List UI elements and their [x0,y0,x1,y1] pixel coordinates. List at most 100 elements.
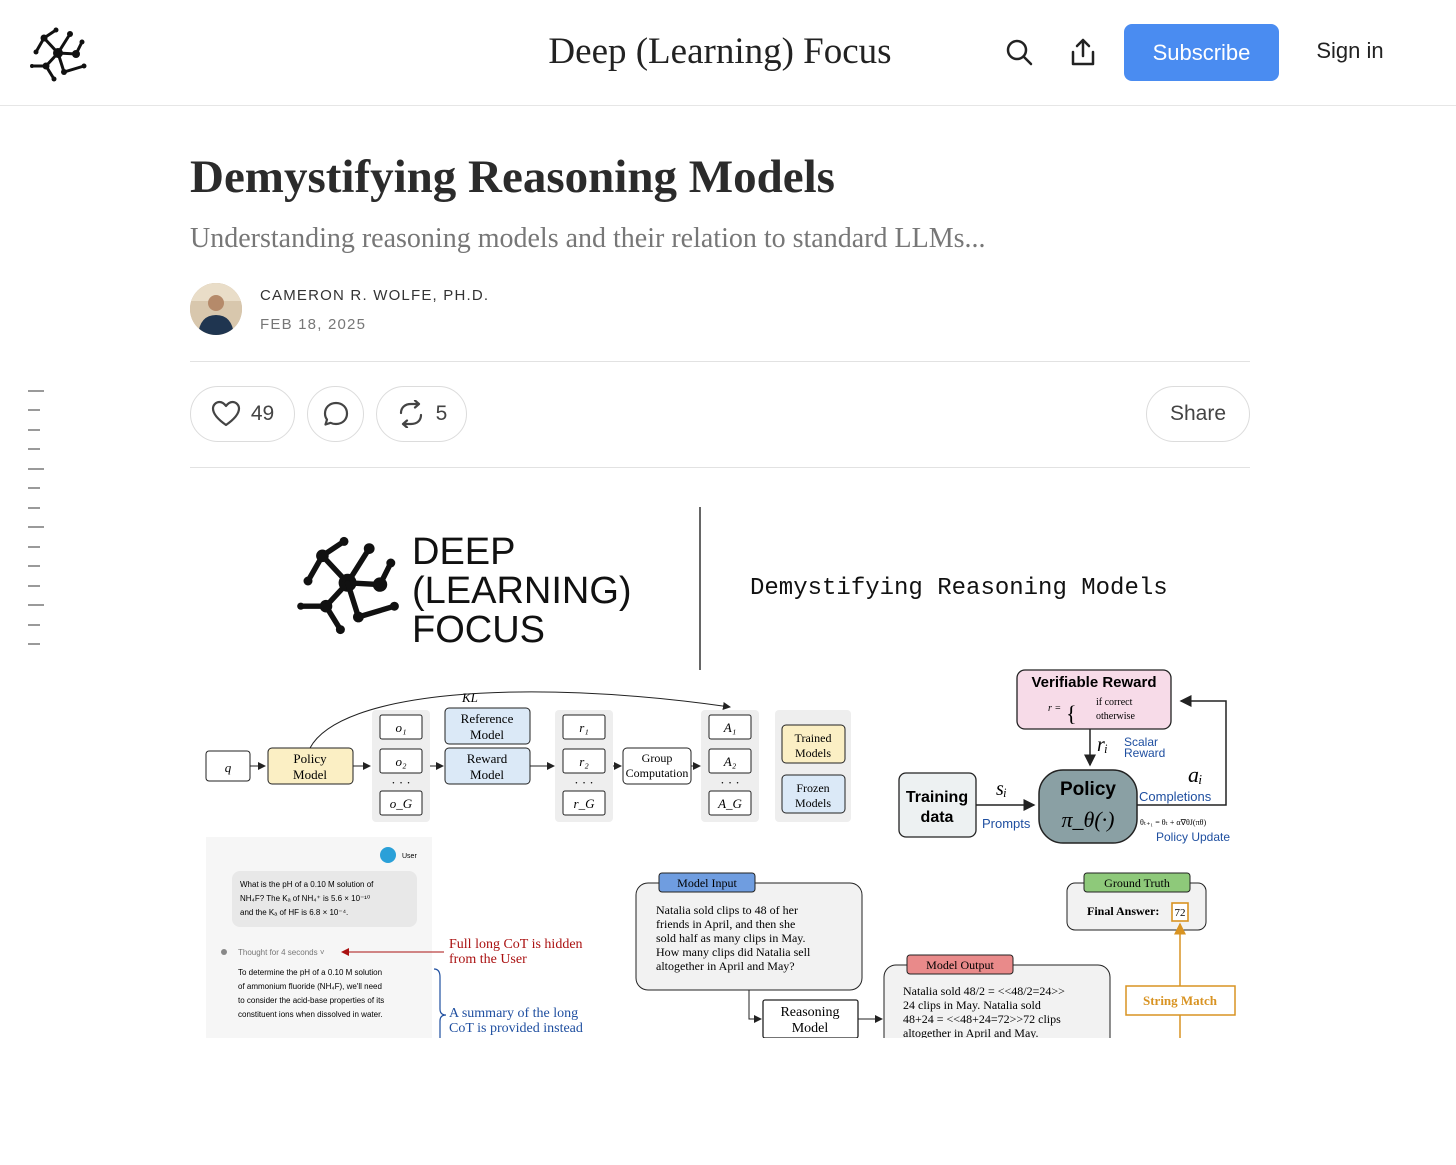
model-input-5: altogether in April and May? [656,959,795,973]
chat-answer-2: of ammonium fluoride (NH₄F), we'll need [238,982,382,991]
chat-thought: Thought for 4 seconds ˅ [238,948,325,957]
reasoning-model-2: Model [792,1021,829,1036]
grpo-policy-2: Model [293,767,327,782]
grpo-r1: r₁ [579,720,589,735]
completion-ai: aᵢ [1188,762,1202,787]
legend-trained-1: Trained [795,731,832,745]
chat-question-3: and the Kₐ of HF is 6.8 × 10⁻⁴. [240,908,348,917]
signin-link[interactable]: Sign in [1316,38,1384,63]
author-avatar[interactable] [190,283,242,335]
banner-logo-line-3: FOCUS [412,609,545,651]
restack-icon [399,400,422,428]
rl-diagram: Verifiable Reward r = { if correct other… [898,669,1230,844]
grpo-reference-1: Reference [461,711,514,726]
grpo-policy-1: Policy [293,751,327,766]
model-output-2: 24 clips in May. Natalia sold [903,998,1041,1012]
model-input-4: How many clips did Natalia sell [656,945,811,959]
comment-button[interactable] [307,386,364,442]
training-data-2: data [921,809,954,826]
legend-frozen-1: Frozen [796,781,829,795]
hero-image: DEEP (LEARNING) FOCUS Demystifying Reaso… [190,497,1250,1038]
grpo-diagram: q Policy Model KL o₁ o₂ · · · o_G Refere… [205,690,851,822]
grpo-dots-2: · · · [574,775,594,790]
author-name[interactable]: CAMERON R. WOLFE, PH.D. [260,287,490,304]
chat-answer-1: To determine the pH of a 0.10 M solution [238,968,382,977]
training-data-1: Training [906,789,968,806]
comment-bubble-icon [323,401,348,426]
model-output-4: altogether in April and May. [903,1026,1039,1038]
verifiable-reward-title: Verifiable Reward [1031,674,1156,691]
chat-note-1b: from the User [449,952,527,967]
model-output-tag: Model Output [926,958,994,972]
chat-panel: User What is the pH of a 0.10 M solution… [206,837,583,1038]
grpo-reward-1: Reward [467,751,508,766]
prompts-label: Prompts [982,816,1031,831]
scalar-reward-1: Scalar [1124,735,1158,749]
model-output-3: 48+24 = <<48+24=72>>72 clips [903,1012,1061,1026]
grpo-og: o_G [390,796,413,811]
restack-button[interactable]: 5 [376,386,467,442]
top-bar: Deep (Learning) Focus Subscribe Sign in [0,0,1456,106]
divider [190,467,1250,468]
grpo-ag: A_G [717,796,742,811]
model-input-tag: Model Input [677,876,737,890]
model-output-1: Natalia sold 48/2 = <<48/2=24>> [903,984,1065,998]
completions-label: Completions [1139,789,1212,804]
chat-note-1a: Full long CoT is hidden [449,937,583,952]
share-label: Share [1169,402,1227,425]
banner-logo-line-1: DEEP [412,531,515,573]
model-input-1: Natalia sold clips to 48 of her [656,903,798,917]
post-date: FEB 18, 2025 [260,316,367,333]
update-formula: θₜ₊₁ = θₜ + α∇θJ(πθ) [1140,818,1206,827]
grpo-group-1: Group [642,751,673,765]
share-button[interactable]: Share [1146,386,1250,442]
policy-pi: π_θ(·) [1062,807,1115,832]
heart-icon [211,400,240,427]
chat-user-label: User [402,853,417,860]
grpo-reference-2: Model [470,727,504,742]
legend-frozen-2: Models [795,796,831,810]
svg-text:r =: r = [1048,703,1061,714]
grpo-q: q [225,760,232,775]
ground-truth-tag: Ground Truth [1104,876,1170,890]
svg-text:{: { [1066,701,1077,726]
share-upload-icon [1071,38,1095,66]
chat-answer-4: constituent ions when dissolved in water… [238,1010,383,1019]
search-icon [1006,39,1033,66]
site-logo[interactable] [26,22,90,84]
prompt-si: sᵢ [996,778,1007,800]
reward-case-2: otherwise [1096,711,1135,722]
like-button[interactable]: 49 [190,386,295,442]
chat-question-2: NH₄F? The Kₐ of NH₄⁺ is 5.6 × 10⁻¹⁰ [240,894,370,903]
model-input-3: sold half as many clips in May. [656,931,806,945]
reward-case-1: if correct [1096,697,1133,708]
search-button[interactable] [1001,34,1037,70]
grpo-r2: r₂ [579,754,589,769]
hero-diagram: DEEP (LEARNING) FOCUS Demystifying Reaso… [205,507,1236,1038]
divider [190,361,1250,362]
post-subtitle: Understanding reasoning models and their… [190,223,986,254]
chat-note-2b: CoT is provided instead [449,1021,583,1036]
final-answer-label: Final Answer: [1087,904,1159,918]
reasoning-model-1: Reasoning [780,1005,839,1020]
grpo-kl: KL [461,690,478,705]
gsm-example: Model Input Natalia sold clips to 48 of … [635,872,1236,1038]
policy-update-label: Policy Update [1156,830,1230,844]
banner-title: Demystifying Reasoning Models [750,575,1168,602]
grpo-o1: o₁ [395,720,406,735]
grpo-dots-1: · · · [391,775,411,790]
site-logo-icon [30,27,87,82]
grpo-o2: o₂ [395,754,407,769]
chat-answer-3: to consider the acid-base properties of … [238,996,384,1005]
string-match-label: String Match [1143,993,1218,1008]
final-answer-value: 72 [1175,907,1186,919]
like-count: 49 [250,402,275,425]
site-title[interactable]: Deep (Learning) Focus [548,31,892,72]
subscribe-button[interactable]: Subscribe [1124,24,1279,81]
share-upload-button[interactable] [1065,34,1101,70]
policy-title: Policy [1060,779,1116,800]
grpo-rg: r_G [574,796,596,811]
restack-count: 5 [435,402,448,425]
legend-trained-2: Models [795,746,831,760]
banner-logo-icon [297,536,399,635]
